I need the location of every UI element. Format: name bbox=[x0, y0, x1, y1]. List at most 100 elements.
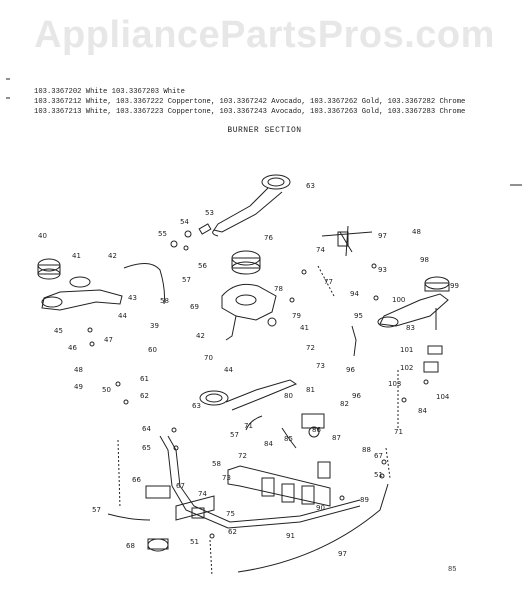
callout-75: 75 bbox=[226, 510, 235, 518]
lower-burner-assembly bbox=[199, 379, 298, 411]
valve-stem bbox=[351, 325, 357, 357]
model-line-1: 103.3367202 White 103.3367203 White bbox=[34, 88, 185, 96]
callout-58b: 58 bbox=[212, 460, 221, 468]
callout-89: 89 bbox=[360, 496, 369, 504]
callout-90: 90 bbox=[316, 504, 325, 512]
igniter-lead bbox=[123, 263, 165, 305]
callout-68: 68 bbox=[126, 542, 135, 550]
callout-98: 98 bbox=[420, 256, 429, 264]
callout-69: 69 bbox=[190, 303, 199, 311]
callout-82: 82 bbox=[340, 400, 349, 408]
callout-41: 41 bbox=[72, 252, 81, 260]
callout-74b: 74 bbox=[198, 490, 207, 498]
callout-46: 46 bbox=[68, 344, 77, 352]
callout-57c: 57 bbox=[92, 506, 101, 514]
section-title: BURNER SECTION bbox=[227, 126, 302, 135]
callout-84b: 84 bbox=[264, 440, 273, 448]
callout-48b: 48 bbox=[412, 228, 421, 236]
top-burner-assembly bbox=[212, 174, 291, 237]
rod-97 bbox=[237, 483, 389, 573]
callout-85: 85 bbox=[284, 435, 293, 443]
callout-88: 88 bbox=[362, 446, 371, 454]
callout-83: 83 bbox=[406, 324, 415, 332]
right-burner-cluster bbox=[377, 276, 450, 373]
callout-45: 45 bbox=[54, 327, 63, 335]
callout-73: 73 bbox=[316, 362, 325, 370]
callout-63: 63 bbox=[306, 182, 315, 190]
callout-39: 39 bbox=[150, 322, 159, 330]
callout-60: 60 bbox=[148, 346, 157, 354]
callout-71b: 71 bbox=[244, 422, 253, 430]
page-number: 85 bbox=[448, 566, 457, 574]
left-burner-cluster bbox=[37, 258, 123, 311]
callout-63b: 63 bbox=[192, 402, 201, 410]
callout-53: 53 bbox=[205, 209, 214, 217]
callout-91: 91 bbox=[286, 532, 295, 540]
callout-95: 95 bbox=[354, 312, 363, 320]
callout-102: 102 bbox=[400, 364, 413, 372]
callout-51b: 51 bbox=[190, 538, 199, 546]
burner-base bbox=[221, 283, 277, 341]
rod-57 bbox=[107, 513, 151, 521]
gas-manifold bbox=[159, 435, 361, 529]
valve-row bbox=[261, 461, 331, 505]
center-burner bbox=[231, 250, 261, 275]
callout-41b: 41 bbox=[300, 324, 309, 332]
callout-81: 81 bbox=[306, 386, 315, 394]
callout-99: 99 bbox=[450, 282, 459, 290]
callout-96: 96 bbox=[346, 366, 355, 374]
callout-44b: 44 bbox=[224, 366, 233, 374]
callout-76: 76 bbox=[264, 234, 273, 242]
callout-44: 44 bbox=[118, 312, 127, 320]
callout-86: 86 bbox=[312, 426, 321, 434]
callout-80: 80 bbox=[284, 392, 293, 400]
callout-66: 66 bbox=[132, 476, 141, 484]
site-watermark: AppliancePartsPros.com bbox=[34, 14, 495, 56]
callout-72b: 72 bbox=[238, 452, 247, 460]
callout-101: 101 bbox=[400, 346, 413, 354]
callout-47: 47 bbox=[104, 336, 113, 344]
callout-77: 77 bbox=[324, 278, 333, 286]
reference-lines bbox=[117, 265, 399, 577]
igniter-module bbox=[245, 413, 325, 449]
callout-87: 87 bbox=[332, 434, 341, 442]
callout-70: 70 bbox=[204, 354, 213, 362]
orifice-parts bbox=[170, 223, 212, 251]
callout-97b: 97 bbox=[338, 550, 347, 558]
callout-64: 64 bbox=[142, 425, 151, 433]
callout-61: 61 bbox=[140, 375, 149, 383]
callout-71: 71 bbox=[394, 428, 403, 436]
callout-93: 93 bbox=[378, 266, 387, 274]
callout-62: 62 bbox=[140, 392, 149, 400]
callout-74: 74 bbox=[316, 246, 325, 254]
callout-54: 54 bbox=[180, 218, 189, 226]
callout-57b: 57 bbox=[230, 431, 239, 439]
callout-49: 49 bbox=[74, 383, 83, 391]
callout-62b: 62 bbox=[228, 528, 237, 536]
callout-103: 103 bbox=[388, 380, 401, 388]
callout-42b: 42 bbox=[196, 332, 205, 340]
left-valve-bracket bbox=[145, 485, 215, 521]
callout-labels: 63 53 54 55 76 56 57 40 41 42 58 43 44 4… bbox=[38, 182, 459, 558]
callout-58: 58 bbox=[160, 297, 169, 305]
callout-97: 97 bbox=[378, 232, 387, 240]
callout-78: 78 bbox=[274, 285, 283, 293]
callout-96b: 96 bbox=[352, 392, 361, 400]
callout-42: 42 bbox=[108, 252, 117, 260]
callout-50: 50 bbox=[102, 386, 111, 394]
callout-43: 43 bbox=[128, 294, 137, 302]
callout-56: 56 bbox=[198, 262, 207, 270]
callout-104: 104 bbox=[436, 393, 450, 401]
callout-48: 48 bbox=[74, 366, 83, 374]
callout-84: 84 bbox=[418, 407, 427, 415]
callout-79: 79 bbox=[292, 312, 301, 320]
callout-100: 100 bbox=[392, 296, 405, 304]
callout-94: 94 bbox=[350, 290, 359, 298]
burner-bracket bbox=[321, 225, 373, 257]
callout-72: 72 bbox=[306, 344, 315, 352]
callout-67: 67 bbox=[374, 452, 383, 460]
callout-55: 55 bbox=[158, 230, 167, 238]
callout-73b: 73 bbox=[222, 474, 231, 482]
model-header: 103.3367202 White 103.3367203 White 103.… bbox=[34, 87, 504, 117]
